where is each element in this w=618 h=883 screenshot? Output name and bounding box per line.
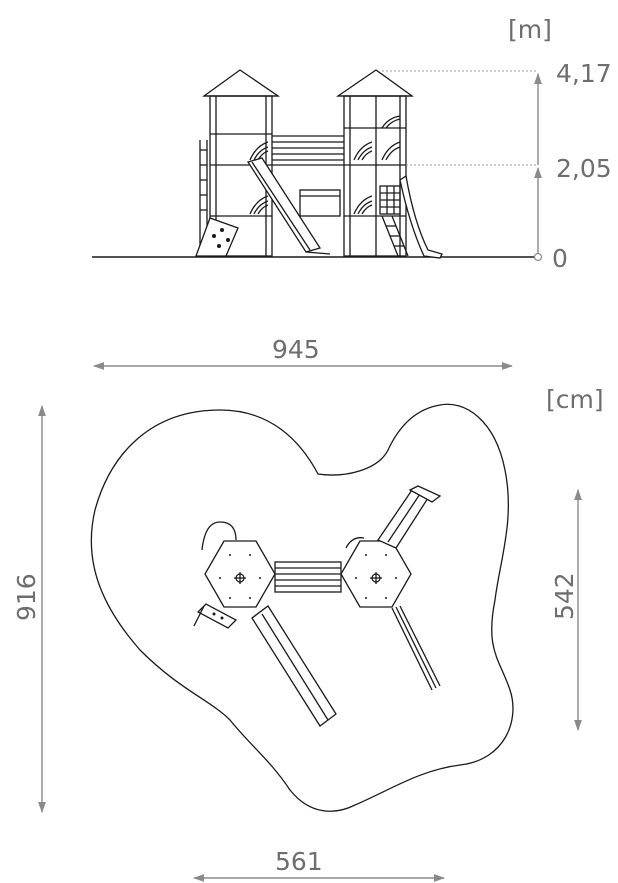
overall-width-label: 945 xyxy=(272,335,320,364)
left-hexagon-platform xyxy=(193,521,276,629)
plan-view xyxy=(38,362,582,882)
side-elevation xyxy=(92,69,543,262)
height-dimension xyxy=(533,72,543,262)
right-slide xyxy=(399,174,443,259)
plan-right-ladder xyxy=(391,605,441,691)
right-hexagon-platform xyxy=(340,537,412,608)
unit-meters-label: [m] xyxy=(508,15,552,44)
equipment-width-label: 561 xyxy=(275,847,323,876)
left-slide xyxy=(246,157,331,255)
plan-bridge xyxy=(274,561,342,593)
unit-centimeters-label: [cm] xyxy=(546,385,604,414)
height-ground-label: 0 xyxy=(552,244,568,273)
left-tower xyxy=(195,69,281,257)
bridge xyxy=(272,135,344,217)
right-tower xyxy=(335,69,415,257)
plan-right-slide xyxy=(377,485,442,549)
height-top-label: 4,17 xyxy=(556,59,612,88)
equipment-depth-label: 542 xyxy=(550,572,579,620)
plan-left-slide xyxy=(251,605,337,727)
safety-zone-outline xyxy=(90,403,514,812)
overall-depth-label: 916 xyxy=(12,573,41,621)
height-platform-label: 2,05 xyxy=(556,154,612,183)
